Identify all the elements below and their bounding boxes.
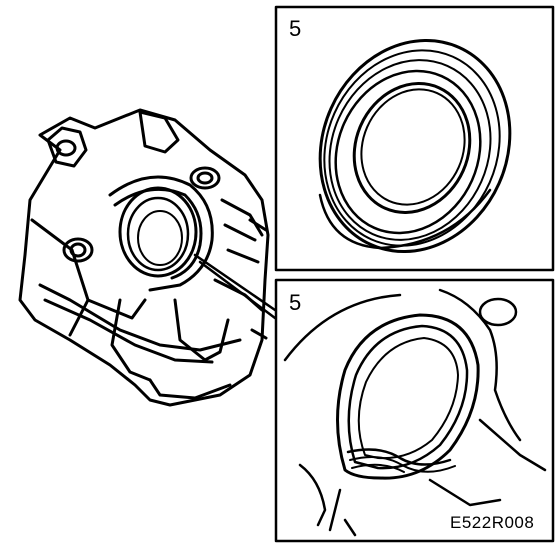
figure-code: E522R008 [450,513,535,532]
dust-seal [318,38,512,254]
panel-top-frame [274,5,555,272]
step-number-top: 5 [289,16,302,41]
seal-installed-closeup [283,288,547,537]
step-number-bottom: 5 [289,290,302,315]
panel-bottom-frame [274,278,555,543]
caliper-housing [18,108,277,407]
